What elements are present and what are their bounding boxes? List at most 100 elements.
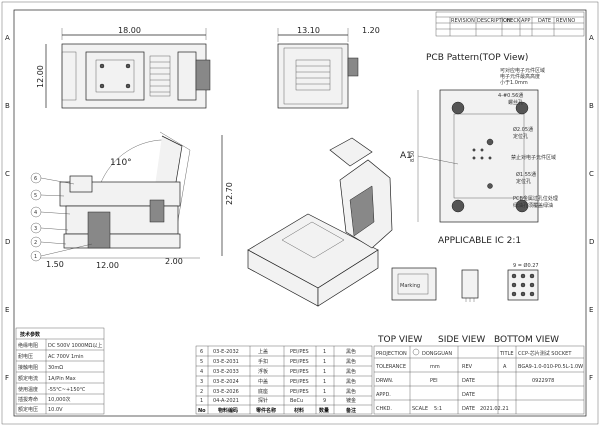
- bom-material: PEI/PES: [290, 369, 309, 375]
- bom-code: 03-E-2026: [213, 389, 239, 395]
- zone-letter: C: [589, 170, 594, 178]
- zone-letters-left: A B C D E F: [5, 34, 10, 382]
- spec-title: 技术参数: [20, 331, 41, 338]
- pcb-note: Ø1.55通: [516, 171, 536, 178]
- spec-table: 技术参数 绝缘电阻 DC 500V 1000MΩ以上 耐电压 AC 700V 1…: [15, 327, 105, 415]
- spec-label: 绝缘电阻: [18, 342, 38, 349]
- bom-header-note: 备注: [345, 407, 356, 414]
- bom-qty: 1: [323, 369, 326, 375]
- revision-header: APP: [521, 18, 530, 24]
- zone-letter: A: [589, 34, 594, 42]
- ic-views: Marking 9 = Ø0.27: [391, 262, 539, 302]
- balloon-4: 4: [34, 210, 37, 216]
- bom-code: 03-E-2031: [213, 359, 239, 365]
- marking-label: Marking: [400, 283, 420, 289]
- pcb-pad-grid: [472, 148, 492, 160]
- side-view: 13.10 1.20: [277, 26, 380, 109]
- zone-letter: D: [5, 238, 10, 246]
- tolerance-label: TOLERANCE: [375, 364, 406, 370]
- spec-value: DC 500V 1000MΩ以上: [48, 342, 102, 349]
- rev-value: A: [503, 364, 507, 370]
- top-view-width-dim: 18.00: [118, 26, 141, 35]
- bom-note: 黑色: [346, 388, 356, 395]
- spec-value: 30mΩ: [48, 365, 63, 371]
- chkd-label: CHKD.: [376, 406, 392, 412]
- bom-qty: 1: [323, 379, 326, 385]
- zone-letter: B: [589, 102, 594, 110]
- spec-label: 额定电压: [18, 406, 38, 413]
- revision-header: DATE: [538, 18, 551, 24]
- dim-200: 2.00: [165, 257, 183, 266]
- top-view: 18.00 12.00: [36, 26, 211, 109]
- inner-border: [13, 9, 587, 417]
- pcb-pattern-title: PCB Pattern(TOP View): [426, 53, 528, 63]
- bom-no: 4: [200, 369, 203, 375]
- spec-label: 接触电阻: [18, 364, 38, 371]
- balloon-2: 2: [34, 240, 37, 246]
- bom-qty: 1: [323, 389, 326, 395]
- bom-material: PEI/PES: [290, 379, 309, 385]
- revision-table: REVISION DESCRIPTION CHECK APP DATE REVI…: [435, 11, 585, 37]
- bom-no: 5: [200, 359, 203, 365]
- pcb-pattern: PCB Pattern(TOP View) A1 8.50 可对应电子元件区域 …: [400, 53, 558, 223]
- balloon-6: 6: [34, 176, 37, 182]
- appd-label: APPD.: [376, 392, 391, 398]
- spec-label: 插拔寿命: [18, 396, 38, 403]
- drwn-label: DRWN.: [376, 378, 394, 384]
- spec-value: 10.0V: [48, 407, 63, 413]
- revision-header: DESCRIPTION: [477, 18, 511, 24]
- bom-qty: 1: [323, 349, 326, 355]
- chkd-date: 2021.02.21: [480, 406, 509, 412]
- balloon-1: 1: [34, 254, 37, 260]
- projection-symbol: [412, 348, 420, 356]
- bom-qty: 1: [323, 359, 326, 365]
- bom-material: BeCu: [290, 398, 303, 404]
- bom-qty: 9: [323, 398, 326, 404]
- bom-no: 3: [200, 379, 203, 385]
- bom-note: 黑色: [346, 358, 356, 365]
- bom-header-qty: 数量: [319, 407, 329, 414]
- section-view: 110° 22.70 1.50 12.00 2.00 6 5 4 3 2 1: [30, 131, 234, 270]
- bom-note: 镀金: [346, 397, 356, 404]
- pcb-a1-label: A1: [400, 151, 412, 161]
- pcb-note: 4-#0.56通: [498, 92, 523, 99]
- chkd-date-label: DATE: [462, 406, 475, 412]
- view-label-top: TOP VIEW: [377, 335, 422, 345]
- dim-150: 1.50: [46, 260, 64, 269]
- scale-value: 5:1: [434, 406, 442, 412]
- pcb-note: 可对应电子元件区域: [500, 67, 545, 74]
- rev-label: REV: [462, 364, 473, 370]
- view-label-side: SIDE VIEW: [438, 335, 485, 345]
- isometric-view: [247, 137, 393, 307]
- bom-no: 1: [200, 398, 203, 404]
- balloon-3: 3: [34, 226, 37, 232]
- bom-code: 03-E-2032: [213, 349, 239, 355]
- title-label: TITLE: [499, 351, 514, 357]
- spec-value: 10,000次: [48, 396, 71, 403]
- title-block: PROJECTION DONGGUAN TITLE CCP-芯片测试 SOCKE…: [373, 345, 585, 415]
- drawing-no: 0922978: [532, 378, 554, 384]
- bom-material: PEI/PES: [290, 349, 309, 355]
- open-angle-label: 110°: [110, 158, 132, 168]
- bom-name: 探针: [258, 397, 268, 404]
- zone-letter: D: [589, 238, 594, 246]
- projection-label: PROJECTION: [376, 351, 407, 357]
- total-height-dim: 22.70: [225, 182, 234, 205]
- bom-code: 04-A-2021: [213, 398, 239, 404]
- part-code: BGA9-1.0-010-P0.5L-1.0W: [518, 364, 583, 370]
- spec-label: 耐电压: [18, 353, 33, 360]
- revision-header: REVISION: [451, 18, 475, 24]
- company-name: DONGGUAN: [422, 351, 452, 357]
- zone-letter: F: [5, 374, 9, 382]
- applicable-ic-label: APPLICABLE IC 2:1: [438, 236, 521, 246]
- dim-1200: 12.00: [96, 261, 119, 270]
- bom-header-material: 材料: [294, 407, 304, 414]
- pcb-note: 绿油孔须覆盖绿油: [513, 202, 553, 209]
- top-view-height-dim: 12.00: [36, 65, 45, 88]
- bom-code: 03-E-2033: [213, 369, 239, 375]
- zone-letters-right: A B C D E F: [589, 34, 594, 382]
- zone-letter: F: [589, 374, 593, 382]
- bom-no: 6: [200, 349, 203, 355]
- drwn-date: DATE: [462, 378, 475, 384]
